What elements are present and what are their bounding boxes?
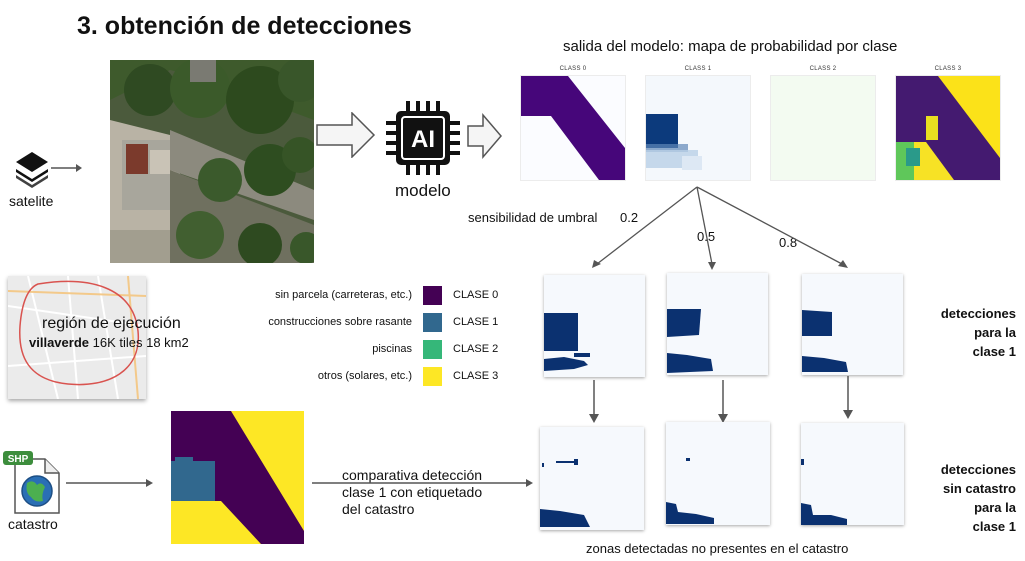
region-map bbox=[8, 276, 146, 399]
probability-map-class-2 bbox=[771, 76, 875, 180]
legend-swatch-0 bbox=[423, 286, 442, 305]
legend-desc-1: construcciones sobre rasante bbox=[268, 316, 412, 328]
legend-class-0: CLASE 0 bbox=[453, 289, 499, 301]
ai-chip-icon: AI bbox=[386, 101, 460, 175]
threshold-label: sensibilidad de umbral bbox=[468, 210, 598, 225]
threshold-value-0.8: 0.8 bbox=[779, 235, 798, 250]
layers-icon bbox=[16, 152, 82, 188]
no-catastro-mask-0.8 bbox=[801, 423, 904, 525]
legend-swatch-2 bbox=[423, 340, 442, 359]
no-catastro-mask-0.5 bbox=[666, 422, 770, 525]
down-arrow-3 bbox=[843, 376, 853, 419]
region-name: villaverde bbox=[29, 335, 89, 350]
ai-chip-text: AI bbox=[411, 126, 435, 153]
arrow-to-maps bbox=[467, 113, 502, 159]
probability-map-class-0 bbox=[521, 76, 625, 180]
probability-map-class-1 bbox=[646, 76, 750, 180]
legend-class-3: CLASE 3 bbox=[453, 370, 499, 382]
threshold-arrows bbox=[592, 186, 848, 270]
detection-mask-0.2 bbox=[544, 275, 645, 377]
modelo-label: modelo bbox=[395, 181, 451, 200]
detection-mask-0.5 bbox=[667, 273, 768, 375]
comparativa-text: comparativa detección clase 1 con etique… bbox=[342, 467, 483, 517]
class-2-label: CLASS 2 bbox=[809, 66, 837, 72]
legend-desc-2: piscinas bbox=[372, 343, 412, 355]
catastro-label: catastro bbox=[8, 516, 58, 532]
region-detail-line: villaverde 16K tiles 18 km2 bbox=[29, 335, 189, 350]
catastro-label-map bbox=[171, 411, 304, 544]
down-arrow-1 bbox=[589, 380, 599, 423]
arrow-to-model bbox=[316, 112, 376, 158]
arrow-to-label-map bbox=[66, 479, 153, 487]
bottom-caption: zonas detectadas no presentes en el cata… bbox=[586, 541, 849, 556]
class-0-label: CLASS 0 bbox=[559, 66, 587, 72]
shp-badge: SHP bbox=[8, 454, 29, 465]
sin-catastro-label: detecciones sin catastro para la clase 1 bbox=[940, 462, 1016, 534]
shp-file-icon: SHP bbox=[3, 451, 60, 514]
class-1-label: CLASS 1 bbox=[684, 66, 712, 72]
satelite-label: satelite bbox=[9, 193, 54, 209]
detection-mask-0.8 bbox=[802, 274, 903, 375]
probability-map-class-3 bbox=[896, 76, 1000, 180]
arrow-to-no-catastro bbox=[312, 479, 533, 487]
threshold-value-0.2: 0.2 bbox=[620, 210, 639, 225]
region-title: región de ejecución bbox=[42, 315, 181, 332]
page-title: 3. obtención de detecciones bbox=[77, 12, 412, 40]
down-arrow-2 bbox=[718, 380, 728, 423]
model-output-subtitle: salida del modelo: mapa de probabilidad … bbox=[563, 38, 898, 55]
legend-class-2: CLASE 2 bbox=[453, 343, 499, 355]
region-detail: 16K tiles 18 km2 bbox=[92, 335, 189, 350]
legend-desc-0: sin parcela (carreteras, etc.) bbox=[275, 289, 412, 301]
detecciones-label: detecciones para la clase 1 bbox=[940, 306, 1016, 359]
legend-desc-3: otros (solares, etc.) bbox=[317, 370, 412, 382]
legend-swatch-1 bbox=[423, 313, 442, 332]
legend-class-1: CLASE 1 bbox=[453, 316, 499, 328]
no-catastro-mask-0.2 bbox=[540, 427, 644, 530]
class-3-label: CLASS 3 bbox=[934, 66, 962, 72]
legend-swatch-3 bbox=[423, 367, 442, 386]
satellite-image bbox=[110, 60, 314, 263]
